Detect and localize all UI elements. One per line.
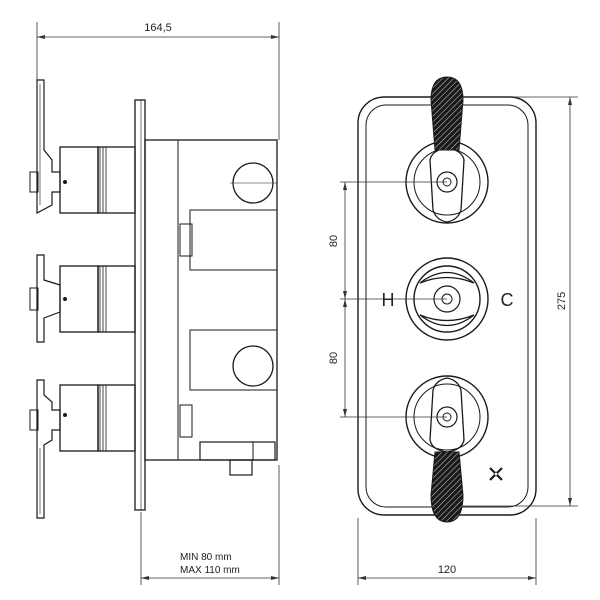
port-circle — [232, 345, 274, 387]
width-dimension: 120 — [357, 518, 537, 585]
bottom-lever-grip — [430, 451, 464, 523]
lever-body — [429, 377, 465, 453]
recess-min-label: MIN 80 mm — [180, 552, 232, 563]
outlet-fitting — [199, 441, 276, 461]
spacing-upper-label: 80 — [328, 235, 340, 247]
hot-marking: H — [382, 290, 395, 310]
width-dimension-label: 120 — [438, 564, 456, 576]
wall-plate-side — [134, 99, 146, 511]
depth-dimension-label: 164,5 — [144, 22, 172, 34]
recess-max-label: MAX 110 mm — [180, 565, 240, 576]
spacing-dimensions: 80 80 — [328, 181, 447, 418]
lever-handles-side — [29, 79, 61, 519]
front-view: H C 80 80 — [328, 76, 578, 585]
spacing-lower-label: 80 — [328, 352, 340, 364]
valve-body-side — [144, 139, 278, 476]
top-valve-front — [405, 76, 489, 224]
depth-dimension: 164,5 — [36, 22, 280, 140]
side-view: 164,5 — [29, 22, 280, 585]
bottom-valve-front — [405, 375, 489, 523]
top-lever-grip — [430, 76, 464, 151]
recess-dimension: MIN 80 mm MAX 110 mm — [140, 465, 280, 585]
cold-marking: C — [501, 290, 514, 310]
cartridge-shafts — [59, 146, 136, 452]
height-dimension-label: 275 — [556, 292, 568, 310]
height-dimension: 275 — [463, 96, 578, 507]
brand-cross-icon — [489, 467, 503, 481]
